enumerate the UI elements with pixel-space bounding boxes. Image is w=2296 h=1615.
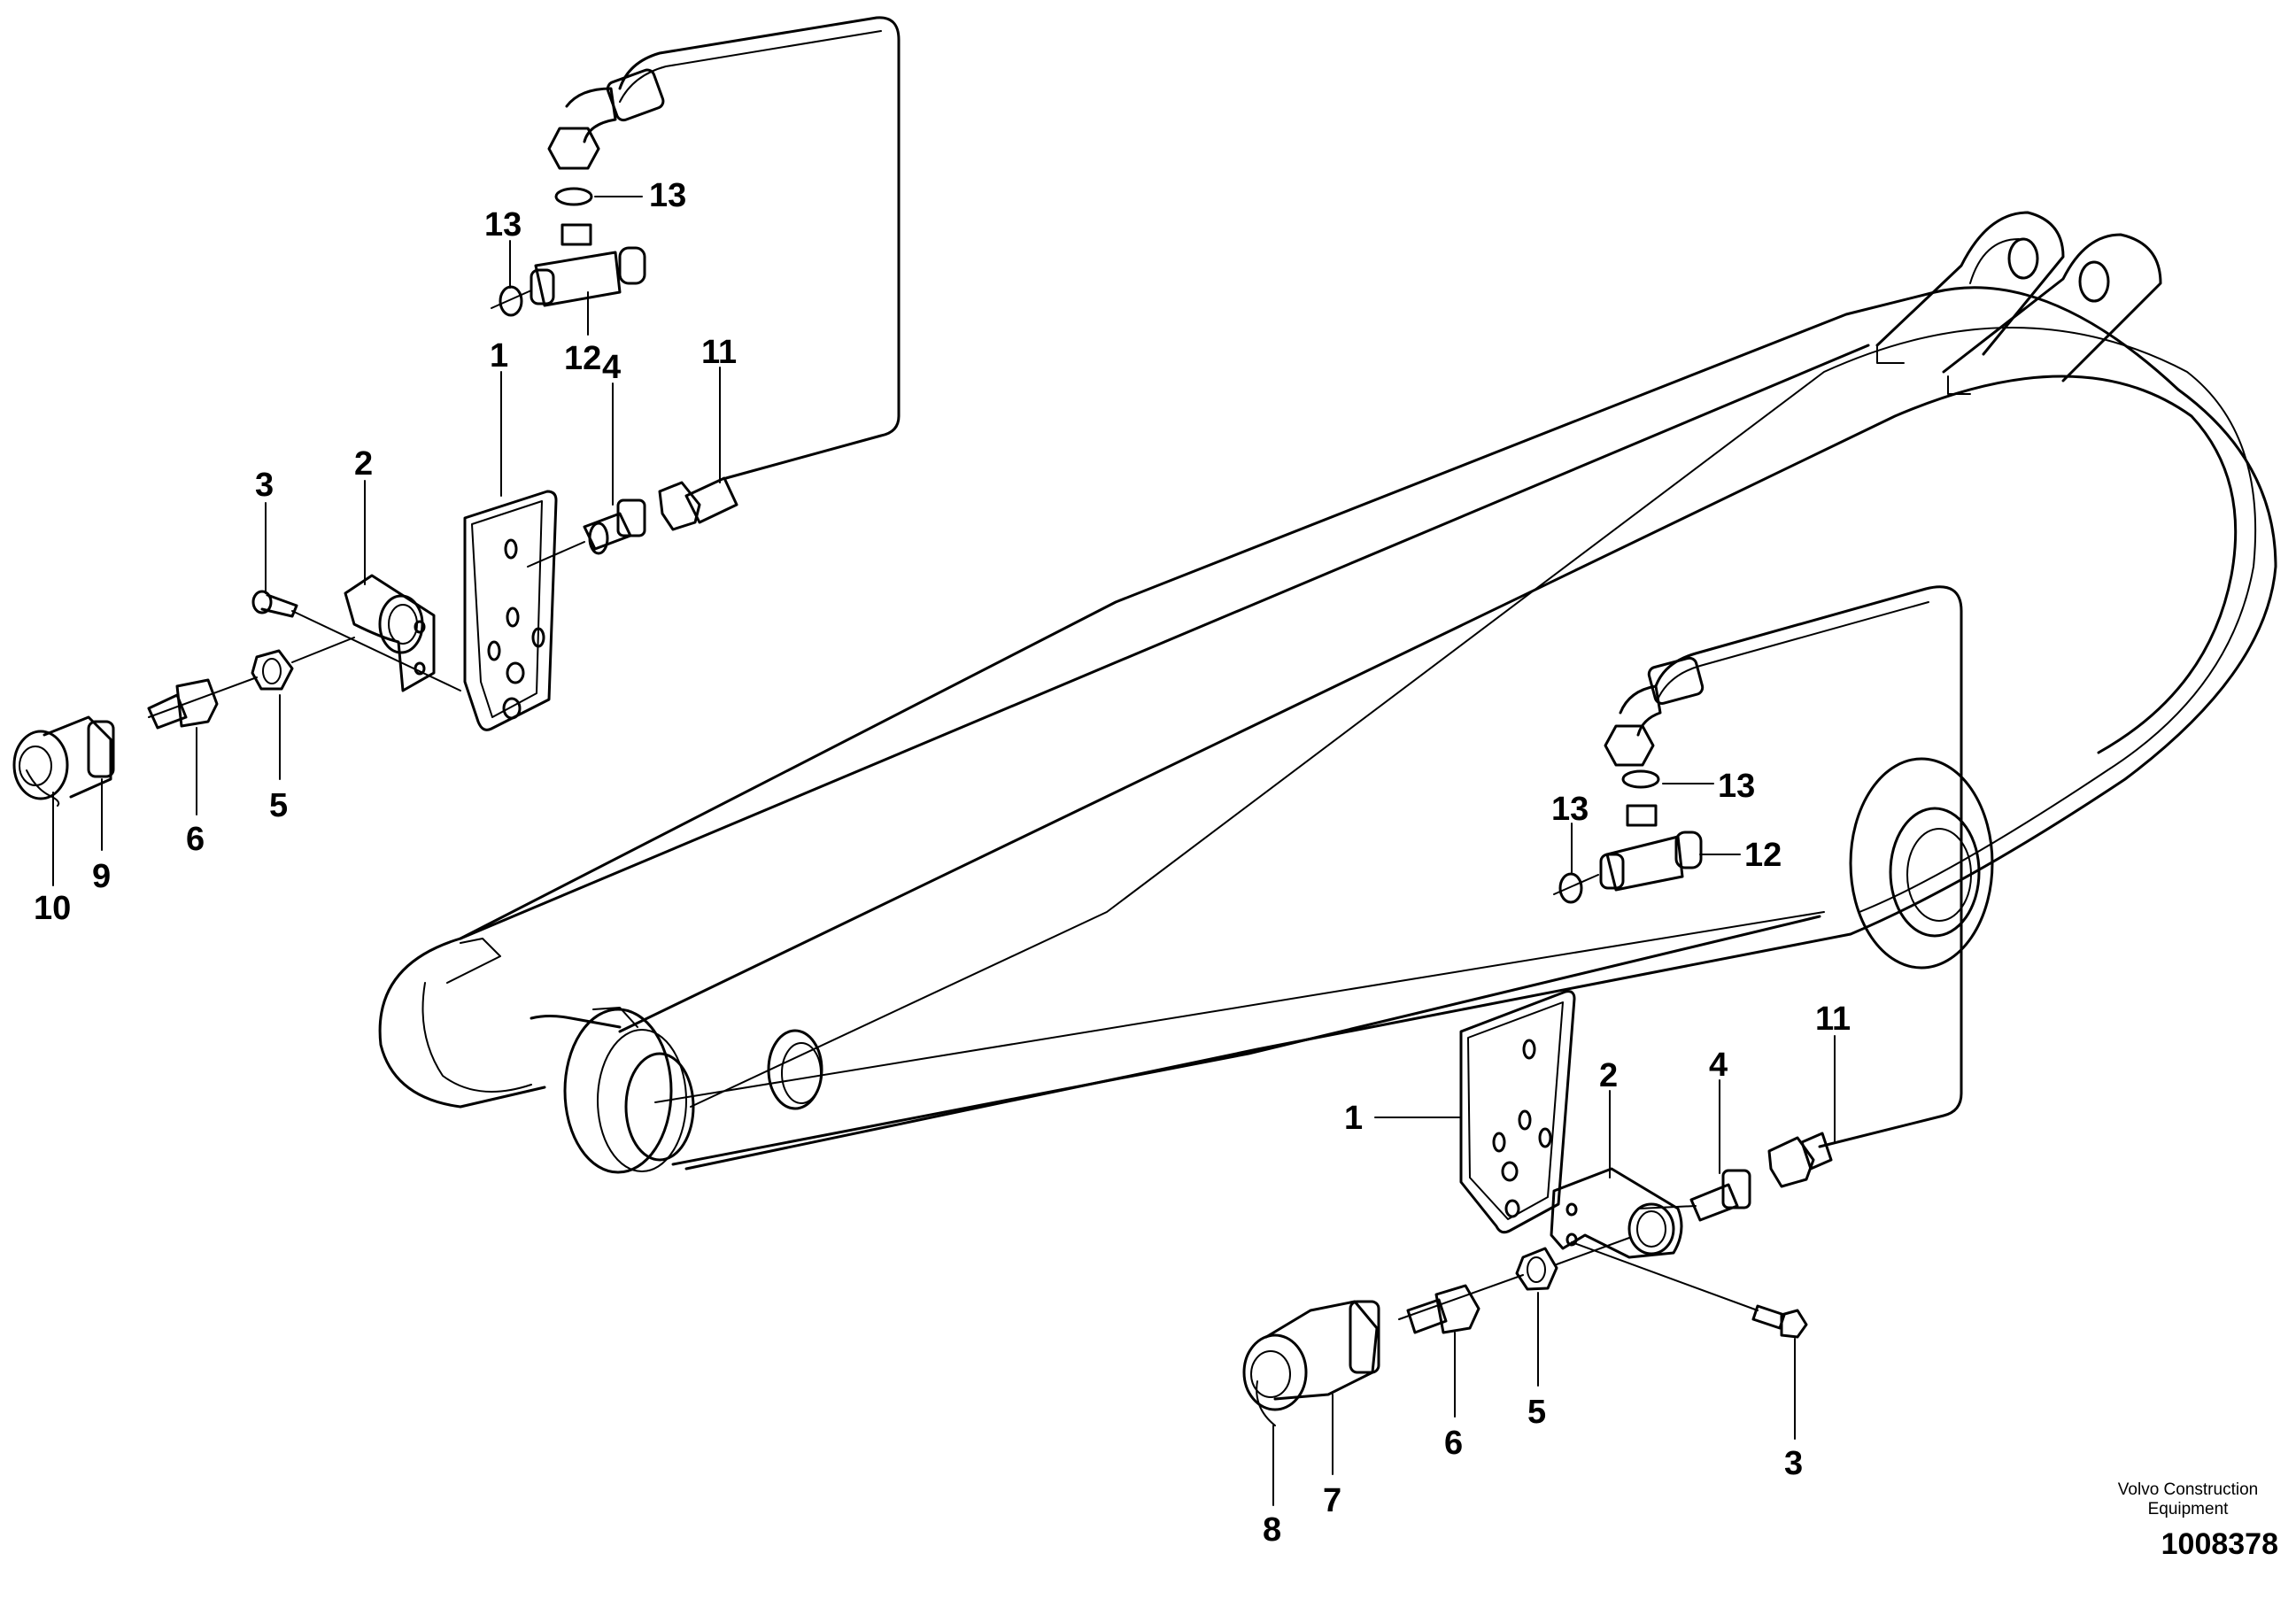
callout-7-lower: 7 <box>1323 1482 1341 1519</box>
mounting-plate-1-lower <box>1459 990 1576 1234</box>
boom-arm <box>378 211 2277 1174</box>
callout-5-lower: 5 <box>1527 1394 1546 1431</box>
company-name-line1: Volvo Construction <box>2117 1480 2259 1499</box>
callout-12-upper: 12 <box>564 340 601 377</box>
callout-1-upper: 1 <box>490 337 508 375</box>
callout-1-lower: 1 <box>1344 1100 1363 1137</box>
hose-union-11-lower <box>1767 1132 1833 1188</box>
callout-6-upper: 6 <box>186 821 205 858</box>
callout-5-upper: 5 <box>269 787 288 824</box>
tee-fitting-12-lower <box>1599 804 1703 892</box>
bolt-3-lower <box>1751 1304 1808 1339</box>
upper-hose-assembly <box>12 16 901 886</box>
callout-8-lower: 8 <box>1263 1511 1281 1549</box>
lower-hose-assembly <box>1242 585 1963 1506</box>
callout-9-upper: 9 <box>92 858 111 895</box>
callout-13-lower-top: 13 <box>1718 768 1755 805</box>
callout-4-lower: 4 <box>1709 1047 1728 1084</box>
callout-13-lower-left: 13 <box>1551 791 1589 828</box>
company-name-line2: Equipment <box>2147 1500 2229 1518</box>
callout-10-upper: 10 <box>34 890 71 927</box>
callout-3-upper: 3 <box>255 467 274 504</box>
tee-fitting-12-upper <box>530 223 646 307</box>
adapter-4-lower <box>1689 1169 1751 1222</box>
bracket-2-upper <box>344 574 436 692</box>
bolt-3-upper <box>251 590 298 618</box>
quick-coupler-9-upper <box>12 715 115 800</box>
adapter-4-upper <box>583 498 646 555</box>
mounting-plate-1-upper <box>463 490 558 731</box>
bracket-2-lower <box>1550 1167 1683 1259</box>
callout-6-lower: 6 <box>1444 1425 1463 1462</box>
callout-13-upper-left: 13 <box>484 206 522 243</box>
callout-3-lower: 3 <box>1784 1445 1803 1482</box>
callout-labels: 1 2 3 4 11 12 13 13 5 6 9 10 1 2 4 11 13… <box>34 177 1851 1549</box>
callout-2-upper: 2 <box>354 445 373 483</box>
callout-2-lower: 2 <box>1599 1057 1618 1094</box>
callout-12-lower: 12 <box>1744 837 1782 874</box>
callout-4-upper: 4 <box>602 349 621 386</box>
callout-11-lower: 11 <box>1815 1001 1851 1038</box>
callout-11-upper: 11 <box>701 334 737 371</box>
callout-13-upper-top: 13 <box>649 177 686 214</box>
nipple-6-upper <box>147 678 219 730</box>
document-number: 1008378 <box>2161 1527 2278 1561</box>
quick-coupler-7-lower <box>1242 1300 1380 1426</box>
hose-union-11-upper <box>658 476 738 531</box>
nipple-6-lower <box>1406 1284 1480 1334</box>
